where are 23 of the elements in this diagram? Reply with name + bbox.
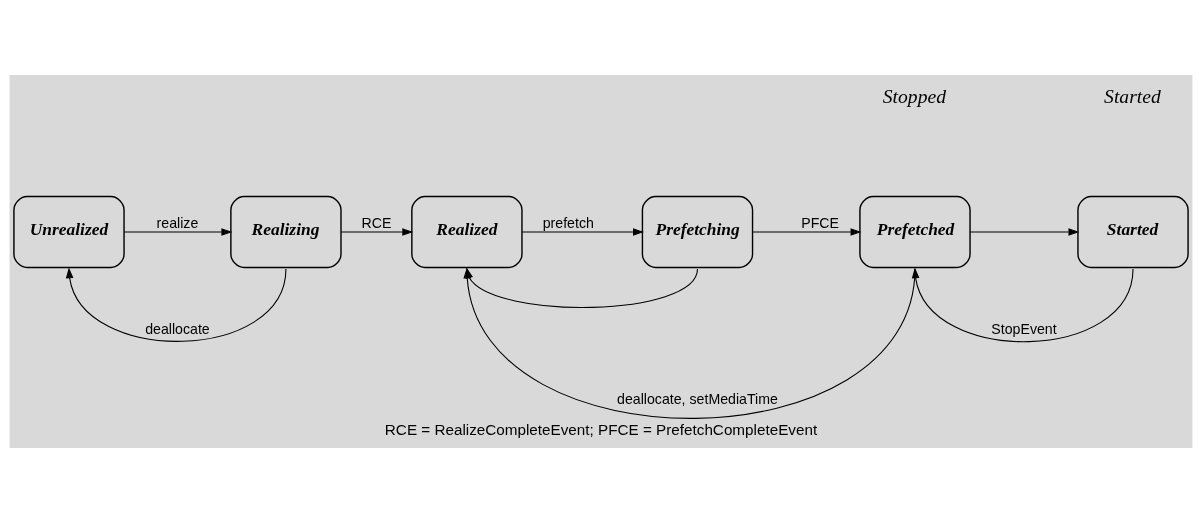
node-box: Realizing (230, 195, 342, 269)
edge-label: deallocate (145, 320, 210, 337)
node-box: Prefetched (859, 195, 971, 269)
edge-label: realize (156, 215, 199, 232)
node-box: Started (1077, 195, 1189, 269)
arrow (969, 228, 1080, 236)
edge-label: prefetch (542, 215, 594, 232)
edge-label: RCE (361, 215, 392, 232)
arrow (752, 228, 862, 236)
arrow (521, 228, 644, 236)
arrow (340, 228, 414, 236)
edge-label: PFCE (801, 215, 840, 232)
node-box: Realized (411, 195, 523, 269)
arrow (911, 267, 1134, 343)
label: Started (1104, 85, 1161, 107)
node-box: Unrealized (13, 195, 125, 269)
caption: RCE = RealizeCompleteEvent; PFCE = PrefetchCompleteEvent (384, 421, 818, 439)
edge-label: deallocate, setMediaTime (617, 390, 778, 407)
label: Stopped (882, 85, 946, 107)
arrow (123, 228, 233, 236)
arrow (65, 267, 287, 342)
node-box: Prefetching (641, 195, 754, 269)
edge-label: StopEvent (991, 320, 1057, 337)
